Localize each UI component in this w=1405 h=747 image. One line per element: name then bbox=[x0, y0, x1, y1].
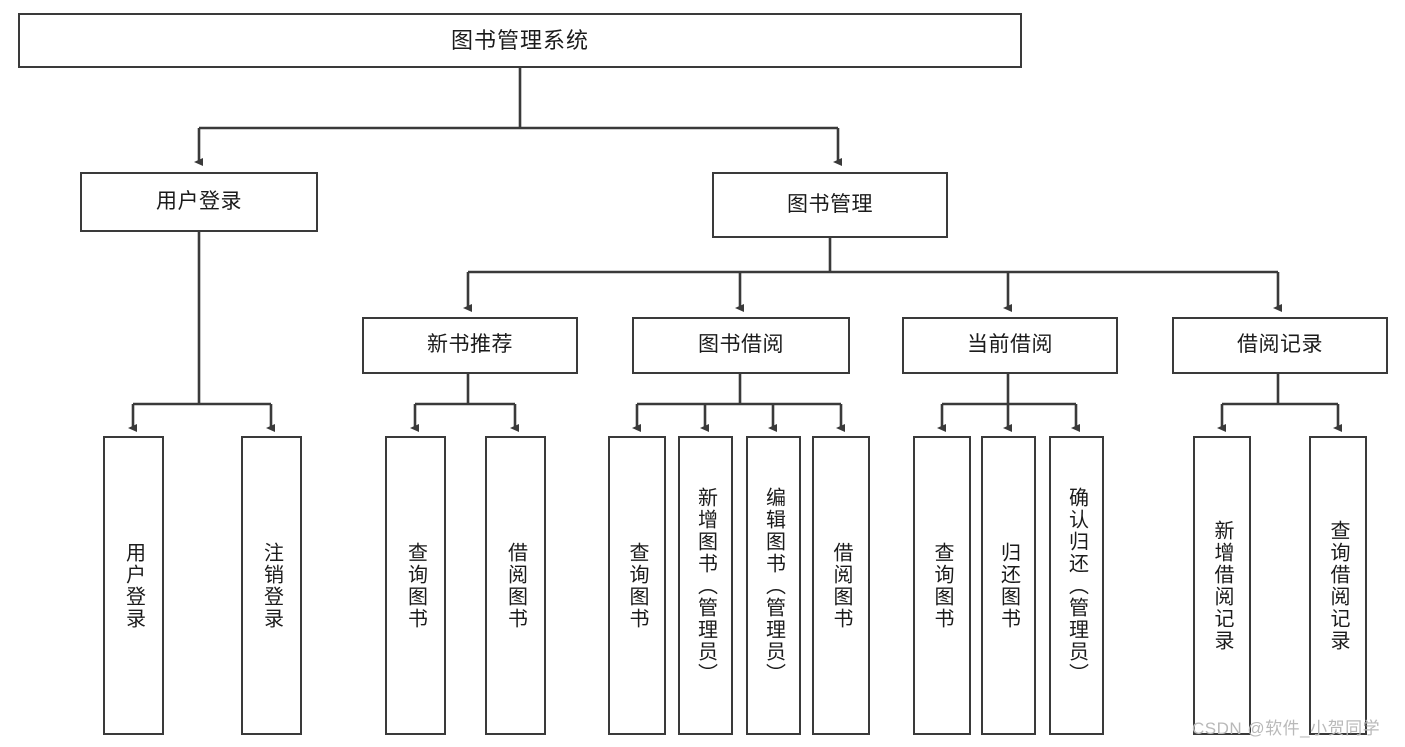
node-label: 确认归还（管理员） bbox=[1065, 486, 1088, 685]
node-label: 归还图书 bbox=[997, 541, 1020, 630]
leaf-borrow-record-add-record[interactable]: 新增借阅记录 bbox=[1193, 436, 1251, 735]
leaf-current-borrow-confirm-return-admin[interactable]: 确认归还（管理员） bbox=[1049, 436, 1104, 735]
node-label: 用户登录 bbox=[122, 541, 145, 630]
node-label: 借阅记录 bbox=[1237, 333, 1323, 357]
leaf-current-borrow-return-books[interactable]: 归还图书 bbox=[981, 436, 1036, 735]
leaf-new-book-query-books[interactable]: 查询图书 bbox=[385, 436, 446, 735]
node-new-book-recommend[interactable]: 新书推荐 bbox=[362, 317, 578, 374]
node-label: 图书管理 bbox=[787, 192, 873, 216]
node-label: 借阅图书 bbox=[830, 541, 852, 630]
csdn-watermark: CSDN @软件_小贺同学 bbox=[1192, 714, 1380, 739]
leaf-user-login-signout[interactable]: 注销登录 bbox=[241, 436, 302, 735]
leaf-book-borrow-add-book-admin[interactable]: 新增图书（管理员） bbox=[678, 436, 733, 735]
node-label: 新书推荐 bbox=[427, 333, 513, 357]
node-label: 图书借阅 bbox=[698, 333, 784, 357]
node-root-book-management-system[interactable]: 图书管理系统 bbox=[18, 13, 1022, 68]
node-borrow-record[interactable]: 借阅记录 bbox=[1172, 317, 1388, 374]
node-label: 图书管理系统 bbox=[450, 27, 589, 53]
leaf-new-book-borrow-books[interactable]: 借阅图书 bbox=[485, 436, 546, 735]
node-label: 查询借阅记录 bbox=[1327, 519, 1349, 652]
leaf-book-borrow-borrow-books[interactable]: 借阅图书 bbox=[812, 436, 870, 735]
leaf-current-borrow-query-books[interactable]: 查询图书 bbox=[913, 436, 971, 735]
node-current-borrow[interactable]: 当前借阅 bbox=[902, 317, 1118, 374]
node-user-login[interactable]: 用户登录 bbox=[80, 172, 318, 232]
node-label: 借阅图书 bbox=[504, 541, 527, 630]
node-book-management[interactable]: 图书管理 bbox=[712, 172, 948, 238]
node-label: 查询图书 bbox=[931, 541, 953, 630]
node-label: 当前借阅 bbox=[967, 333, 1053, 357]
node-label: 注销登录 bbox=[260, 541, 283, 630]
node-label: 编辑图书（管理员） bbox=[762, 486, 785, 685]
node-label: 新增借阅记录 bbox=[1211, 519, 1233, 652]
node-label: 查询图书 bbox=[626, 541, 648, 630]
node-book-borrow[interactable]: 图书借阅 bbox=[632, 317, 850, 374]
node-label: 用户登录 bbox=[156, 189, 242, 213]
leaf-borrow-record-query-record[interactable]: 查询借阅记录 bbox=[1309, 436, 1367, 735]
node-label: 查询图书 bbox=[404, 541, 427, 630]
leaf-book-borrow-edit-book-admin[interactable]: 编辑图书（管理员） bbox=[746, 436, 801, 735]
leaf-book-borrow-query-books[interactable]: 查询图书 bbox=[608, 436, 666, 735]
node-label: 新增图书（管理员） bbox=[694, 486, 717, 685]
leaf-user-login-signin[interactable]: 用户登录 bbox=[103, 436, 164, 735]
watermark-text: CSDN @软件_小贺同学 bbox=[1192, 719, 1381, 738]
